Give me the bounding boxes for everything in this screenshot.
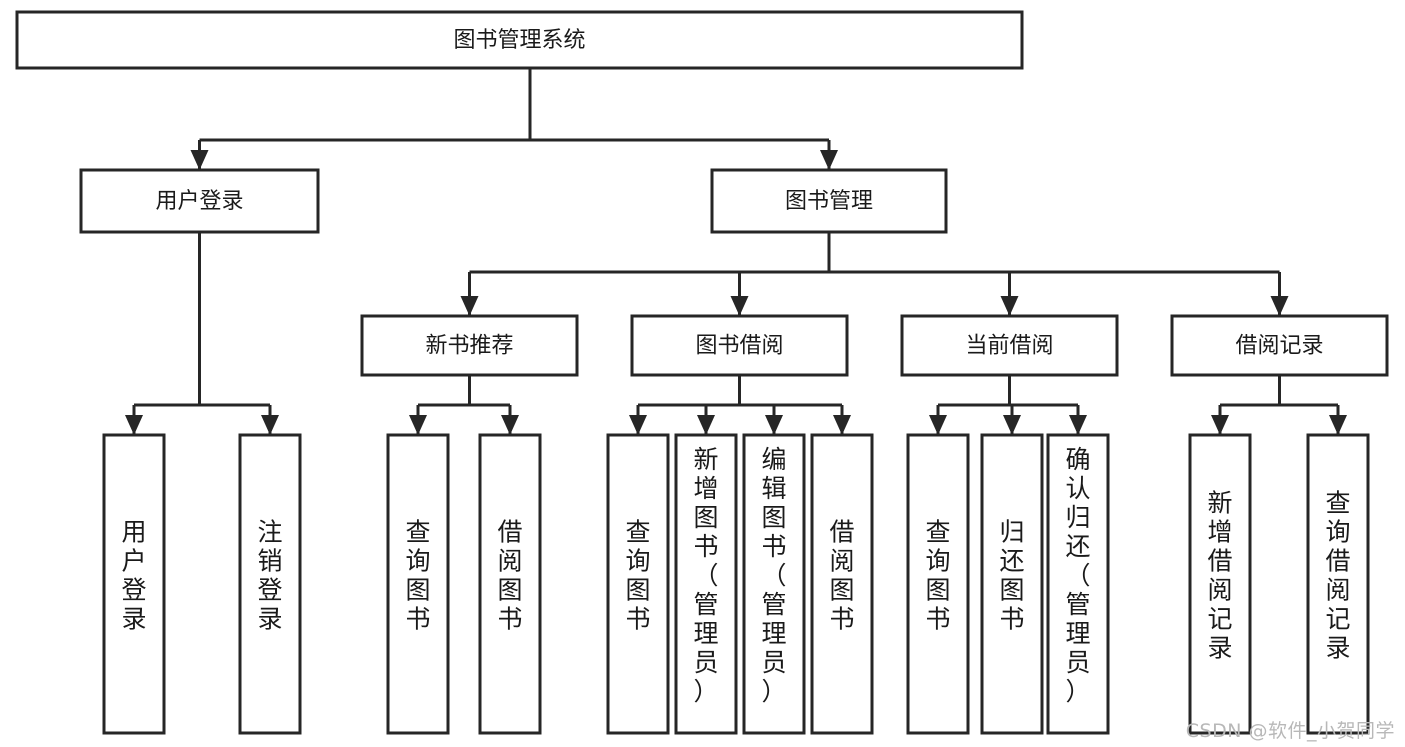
connectors-layer	[125, 68, 1347, 435]
leaf-node-12-label: 查询借阅记录	[1325, 489, 1350, 663]
level3-node-new-book-recommend-label: 新书推荐	[425, 334, 513, 359]
root-node-book-system[interactable]: 图书管理系统	[15, 10, 1024, 70]
level3-node-book-borrow-rect[interactable]	[630, 314, 849, 377]
level2-node-user-login[interactable]: 用户登录	[79, 168, 320, 234]
level3-node-current-borrow-rect[interactable]	[900, 314, 1119, 377]
leaf-node-7-rect[interactable]	[810, 433, 874, 735]
leaf-node-9-rect[interactable]	[980, 433, 1044, 735]
leaf-node-11[interactable]: 新增借阅记录	[1188, 433, 1252, 735]
leaf-node-3-label: 借阅图书	[497, 518, 522, 634]
leaf-node-8-rect[interactable]	[906, 433, 970, 735]
arrow-head-icon-level3-1	[730, 296, 749, 316]
level3-node-borrow-record-rect[interactable]	[1170, 314, 1389, 377]
arrow-head-icon-leaf-2	[409, 415, 427, 435]
leaf-node-10-label: 确认归还（管理员）	[1065, 445, 1090, 706]
leaf-node-1-rect[interactable]	[238, 433, 302, 735]
level2-node-book-manage-rect[interactable]	[710, 168, 948, 234]
arrow-head-icon-leaf-8	[929, 415, 947, 435]
level3-node-current-borrow[interactable]: 当前借阅	[900, 314, 1119, 377]
leaf-node-12[interactable]: 查询借阅记录	[1306, 433, 1370, 735]
arrow-head-icon-leaf-6	[765, 415, 783, 435]
arrow-head-icon-leaf-7	[833, 415, 851, 435]
level2-node-book-manage-label: 图书管理	[785, 189, 873, 214]
leaf-node-2[interactable]: 查询图书	[386, 433, 450, 735]
level2-node-user-login-rect[interactable]	[79, 168, 320, 234]
leaf-node-0-rect[interactable]	[102, 433, 166, 735]
leaf-node-6-rect[interactable]	[742, 433, 806, 735]
leaf-node-11-label: 新增借阅记录	[1207, 489, 1232, 663]
level3-node-book-borrow-label: 图书借阅	[695, 334, 783, 359]
leaf-node-7[interactable]: 借阅图书	[810, 433, 874, 735]
arrow-head-icon-leaf-9	[1003, 415, 1021, 435]
level3-node-new-book-recommend[interactable]: 新书推荐	[360, 314, 579, 377]
leaf-node-5[interactable]: 新增图书（管理员）	[674, 433, 738, 735]
leaf-node-4[interactable]: 查询图书	[606, 433, 670, 735]
leaf-node-3-rect[interactable]	[478, 433, 542, 735]
leaf-node-6[interactable]: 编辑图书（管理员）	[742, 433, 806, 735]
level2-node-user-login-label: 用户登录	[155, 189, 243, 214]
arrow-head-icon-leaf-4	[629, 415, 647, 435]
arrow-head-icon-leaf-0	[125, 415, 143, 435]
leaf-node-1[interactable]: 注销登录	[238, 433, 302, 735]
root-node-book-system-rect[interactable]	[15, 10, 1024, 70]
level3-node-current-borrow-label: 当前借阅	[965, 334, 1053, 359]
arrow-head-icon-level2-1	[820, 150, 838, 170]
leaf-node-2-label: 查询图书	[405, 518, 430, 634]
arrow-head-icon-level3-3	[1270, 296, 1289, 316]
leaf-node-8-label: 查询图书	[925, 518, 950, 634]
leaf-node-5-label: 新增图书（管理员）	[693, 445, 718, 706]
leaf-node-0[interactable]: 用户登录	[102, 433, 166, 735]
leaf-node-10[interactable]: 确认归还（管理员）	[1046, 433, 1110, 735]
leaf-node-10-rect[interactable]	[1046, 433, 1110, 735]
leaf-node-2-rect[interactable]	[386, 433, 450, 735]
leaf-node-11-rect[interactable]	[1188, 433, 1252, 735]
level3-node-book-borrow[interactable]: 图书借阅	[630, 314, 849, 377]
level3-node-borrow-record[interactable]: 借阅记录	[1170, 314, 1389, 377]
leaf-node-1-label: 注销登录	[257, 518, 282, 634]
arrow-head-icon-leaf-3	[501, 415, 519, 435]
level2-node-book-manage[interactable]: 图书管理	[710, 168, 948, 234]
arrow-head-icon-level3-2	[1000, 296, 1019, 316]
leaf-node-0-label: 用户登录	[121, 518, 146, 634]
arrow-head-icon-leaf-10	[1069, 415, 1087, 435]
leaf-node-9-label: 归还图书	[999, 518, 1024, 634]
arrow-head-icon-leaf-12	[1329, 415, 1347, 435]
arrow-head-icon-level3-0	[460, 296, 479, 316]
leaf-node-8[interactable]: 查询图书	[906, 433, 970, 735]
leaf-node-4-rect[interactable]	[606, 433, 670, 735]
arrow-head-icon-level2-0	[190, 150, 209, 170]
arrow-head-icon-leaf-11	[1211, 415, 1229, 435]
level3-node-borrow-record-label: 借阅记录	[1235, 334, 1323, 359]
nodes-layer: 图书管理系统用户登录图书管理新书推荐图书借阅当前借阅借阅记录用户登录注销登录查询…	[15, 10, 1389, 735]
level3-node-new-book-recommend-rect[interactable]	[360, 314, 579, 377]
leaf-node-9[interactable]: 归还图书	[980, 433, 1044, 735]
arrow-head-icon-leaf-5	[697, 415, 715, 435]
arrow-head-icon-leaf-1	[261, 415, 279, 435]
leaf-node-3[interactable]: 借阅图书	[478, 433, 542, 735]
leaf-node-4-label: 查询图书	[625, 518, 650, 634]
leaf-node-5-rect[interactable]	[674, 433, 738, 735]
leaf-node-12-rect[interactable]	[1306, 433, 1370, 735]
leaf-node-6-label: 编辑图书（管理员）	[761, 445, 786, 706]
root-node-book-system-label: 图书管理系统	[453, 28, 585, 53]
leaf-node-7-label: 借阅图书	[829, 518, 854, 634]
